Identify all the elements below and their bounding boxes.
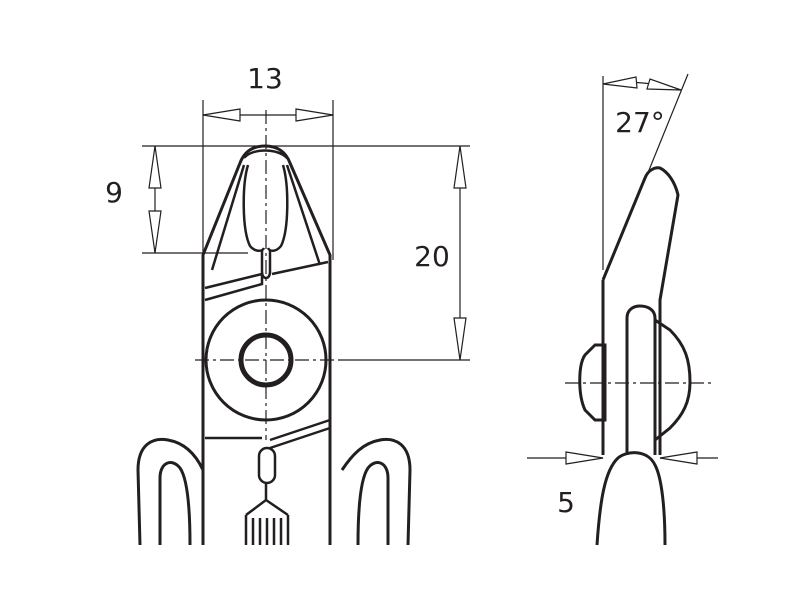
return-spring-body — [257, 446, 277, 485]
left-handle — [136, 437, 205, 546]
dim-jaw-width: 13 — [202, 62, 334, 260]
right-handle — [340, 437, 412, 546]
cutting-edge-left — [242, 164, 266, 252]
front-view: 13 9 20 — [105, 62, 470, 546]
return-spring-wire — [245, 483, 289, 517]
jaw-wedge-right — [271, 260, 329, 276]
side-handle — [595, 451, 667, 546]
dim-jaw-depth: 9 — [105, 145, 262, 254]
return-spring-coil — [244, 515, 290, 545]
jaw-wedge-left — [204, 272, 264, 302]
tip-arc — [243, 149, 288, 159]
cutting-edge-right — [266, 164, 289, 252]
jaw-right-contour — [285, 164, 322, 266]
dim-label-9: 9 — [105, 176, 123, 209]
dim-label-20: 20 — [414, 240, 450, 273]
side-body — [601, 166, 680, 455]
dim-bevel-angle: 27° — [602, 73, 689, 270]
right-handle-inner — [356, 461, 390, 546]
pliers-body — [201, 144, 332, 545]
dim-head-length: 20 — [270, 145, 470, 361]
dim-label-5: 5 — [557, 486, 575, 519]
side-body-ridge — [625, 304, 657, 455]
dim-label-13: 13 — [247, 62, 283, 95]
dim-label-27deg: 27° — [615, 106, 665, 139]
lower-wedge-right — [269, 418, 331, 450]
side-pivot-boss-right — [654, 318, 692, 442]
dim-thickness: 5 — [527, 451, 718, 519]
side-pivot-boss — [578, 343, 607, 422]
left-handle-inner — [158, 461, 192, 546]
side-view: 27° 5 — [527, 73, 718, 546]
